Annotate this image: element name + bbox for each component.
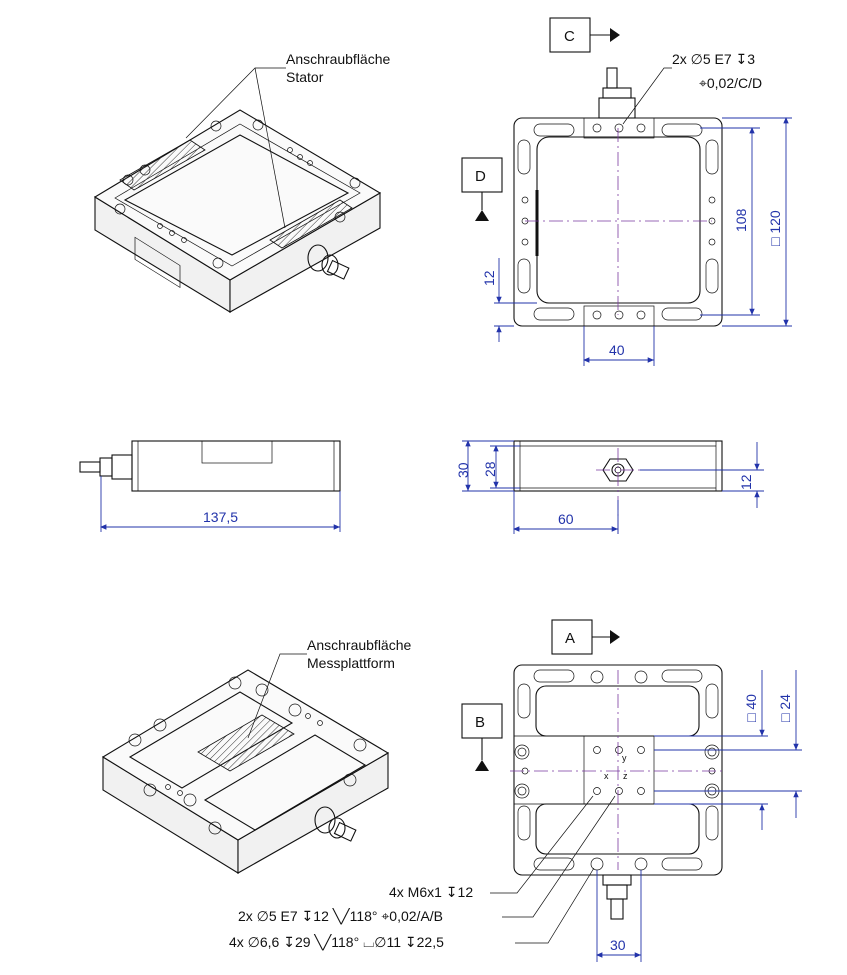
- dim-12-side-text: 12: [738, 474, 754, 490]
- dim-28-side-text: 28: [482, 461, 498, 477]
- dim-60: 60: [513, 491, 619, 534]
- dim-137-5-text: 137,5: [203, 509, 238, 525]
- note-m6: 4x M6x1 ↧12: [389, 795, 594, 900]
- note-dowel: 2x ∅5 E7 ↧12 ╲╱118° ⌖0,02/A/B: [238, 795, 616, 925]
- dim-30-bottom-text: 30: [610, 937, 626, 953]
- cable-connector-iso-bottom: [314, 806, 357, 842]
- cable-connector-iso-top: [307, 244, 350, 280]
- dim-40-bottom: □ 40: [654, 670, 768, 830]
- bottom-view: y x z: [510, 664, 726, 920]
- dim-12-top: 12: [481, 258, 537, 342]
- axis-z-label: z: [623, 771, 628, 781]
- cable-connector-top-view: [598, 67, 636, 119]
- note-bore: 4x ∅6,6 ↧29 ╲╱118° ⌴∅11 ↧22,5: [229, 867, 595, 951]
- side-view-left: [79, 440, 341, 492]
- datum-b: B: [461, 703, 503, 771]
- datum-c: C: [549, 17, 620, 53]
- callout-stator-line1: Anschraubfläche: [286, 51, 391, 67]
- dim-108-text: 108: [733, 208, 749, 232]
- datum-a-label: A: [565, 630, 575, 647]
- iso-view-platform: [101, 669, 390, 874]
- dim-40-bottom-text: □ 40: [743, 694, 759, 722]
- cable-connector-side: [79, 454, 133, 480]
- datum-d-label: D: [475, 168, 486, 185]
- datum-b-label: B: [475, 714, 485, 731]
- top-holes-note-line2: ⌖0,02/C/D: [699, 75, 762, 91]
- top-holes-note-line1: 2x ∅5 E7 ↧3: [672, 51, 755, 67]
- datum-d: D: [461, 157, 503, 221]
- callout-platform-line1: Anschraubfläche: [307, 637, 412, 653]
- dim-12-side: 12: [640, 442, 764, 508]
- note-dowel-text: 2x ∅5 E7 ↧12 ╲╱118° ⌖0,02/A/B: [238, 908, 443, 925]
- iso-view-stator: [93, 109, 382, 313]
- top-view: [513, 67, 723, 327]
- dim-120: □ 120: [722, 117, 792, 327]
- callout-platform: Anschraubfläche Messplattform: [247, 637, 412, 739]
- dim-60-text: 60: [558, 511, 574, 527]
- callout-stator: Anschraubfläche Stator: [185, 51, 391, 229]
- axis-x-label: x: [604, 771, 609, 781]
- cable-connector-bottom-view: [602, 874, 632, 920]
- dim-120-text: □ 120: [767, 210, 783, 246]
- dim-12-top-text: 12: [481, 270, 497, 286]
- datum-c-label: C: [564, 28, 575, 45]
- dim-30-side: 30: [455, 440, 514, 492]
- dim-40-top-text: 40: [609, 342, 625, 358]
- dim-108: 108: [700, 127, 760, 316]
- dim-24-bottom: □ 24: [654, 670, 802, 818]
- axis-y-label: y: [622, 753, 627, 763]
- note-bore-text: 4x ∅6,6 ↧29 ╲╱118° ⌴∅11 ↧22,5: [229, 934, 444, 951]
- callout-platform-line2: Messplattform: [307, 655, 395, 671]
- top-holes-note: 2x ∅5 E7 ↧3 ⌖0,02/C/D: [622, 51, 762, 125]
- dim-24-bottom-text: □ 24: [777, 694, 793, 722]
- dim-30-bottom: 30: [596, 870, 642, 962]
- axis-glyph: y x z: [604, 753, 628, 781]
- callout-stator-line2: Stator: [286, 69, 324, 85]
- dim-30-side-text: 30: [455, 462, 471, 478]
- dim-40-top: 40: [583, 326, 655, 366]
- dim-137-5: 137,5: [100, 476, 341, 532]
- note-m6-text: 4x M6x1 ↧12: [389, 884, 473, 900]
- datum-a: A: [551, 619, 620, 655]
- dim-28-side: 28: [482, 445, 520, 489]
